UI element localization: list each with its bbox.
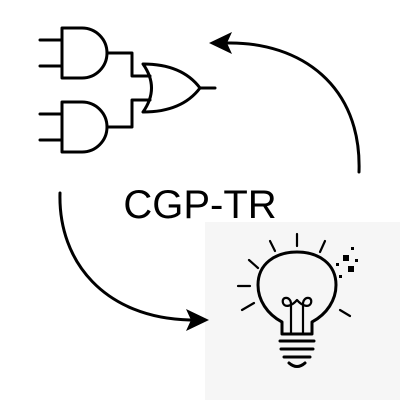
arrow-circuit-to-bulb [58, 191, 209, 331]
bulb-base [278, 339, 316, 368]
center-label: CGP-TR [123, 183, 276, 227]
bulb-filament [281, 296, 313, 336]
logic-circuit-icon [38, 26, 217, 154]
and-gate-bottom-icon [38, 100, 109, 154]
circuit-wires [105, 51, 152, 129]
arrowhead-left-icon [209, 32, 232, 54]
arrow-bulb-to-circuit [209, 32, 361, 174]
lightbulb-icon [236, 232, 358, 368]
light-rays [236, 232, 352, 318]
or-gate-icon [141, 62, 217, 114]
bulb-glass [256, 250, 338, 336]
arrowhead-right-icon [186, 309, 209, 331]
sparkle-dots [336, 247, 358, 278]
and-gate-top-icon [38, 26, 109, 80]
